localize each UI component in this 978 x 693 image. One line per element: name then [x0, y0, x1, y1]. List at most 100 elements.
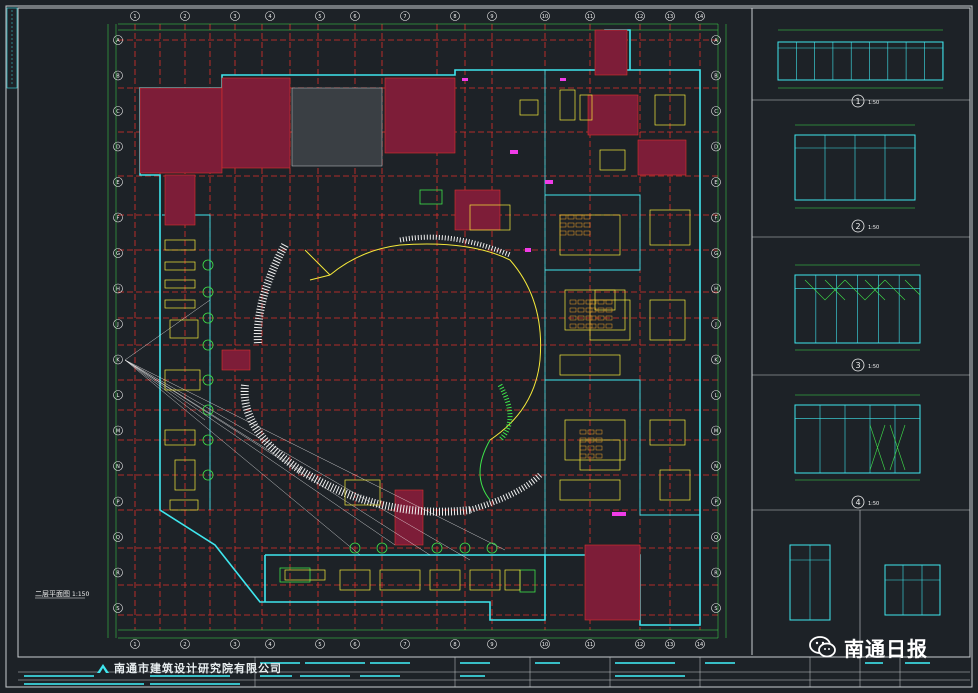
desk-unit [587, 429, 595, 435]
grid-bubble [113, 35, 123, 45]
grid-bubble [113, 354, 123, 365]
grid-bubble-label: 7 [403, 14, 406, 20]
plan-scale: 1:150 [72, 591, 89, 598]
grid-bubble-label: 10 [542, 14, 548, 20]
desk-unit [567, 222, 575, 228]
grid-bubble [711, 425, 721, 436]
desk-unit [597, 323, 605, 329]
desk-unit [583, 230, 591, 236]
furniture-item [284, 569, 326, 581]
grid-bubble [113, 106, 123, 116]
furniture-item [429, 569, 461, 591]
desk-unit [587, 437, 595, 443]
grid-bubble-label: J [116, 322, 118, 328]
furniture-item [164, 429, 196, 446]
furniture-item [379, 569, 421, 591]
grid-bubble [711, 461, 721, 471]
furniture-item [564, 419, 626, 461]
grid-bubble [695, 639, 705, 649]
grid-bubble-label: 1 [133, 642, 136, 648]
grid-bubble-label: 3 [233, 642, 236, 648]
desk-unit [595, 429, 603, 435]
desk-unit [585, 315, 593, 321]
grid-bubble [540, 639, 550, 649]
grid-bubble [487, 11, 497, 21]
furniture-item [649, 419, 686, 446]
grid-bubble [711, 354, 721, 365]
furniture-item [599, 149, 626, 171]
grid-bubble-label: 2 [183, 14, 186, 20]
detail-number: 4 [855, 498, 860, 507]
grid-bubble [113, 567, 123, 578]
desk-unit [575, 214, 583, 220]
grid-bubble [400, 639, 410, 649]
grid-bubble-label: 1 [133, 14, 136, 20]
grid-bubble-label: F [117, 216, 120, 222]
desk-unit [569, 323, 577, 329]
detail-number: 2 [855, 222, 860, 231]
desk-unit [569, 307, 577, 313]
detail-callout [851, 358, 865, 372]
desk-unit [577, 315, 585, 321]
grid-bubble-label: G [714, 251, 718, 257]
grid-bubble [113, 141, 123, 152]
door-markers [462, 78, 626, 516]
grid-bubble [711, 35, 721, 45]
desk-unit [595, 437, 603, 443]
grid-bubble-label: 14 [697, 642, 703, 648]
grid-bubble [315, 639, 325, 649]
grid-bubble-label: G [116, 251, 120, 257]
grid-bubble-label: Q [116, 535, 120, 541]
grid-bubble [711, 212, 721, 223]
furniture-item [559, 479, 621, 501]
desk-unit [577, 299, 585, 305]
grid-bubble [113, 390, 123, 400]
furniture-item [174, 459, 196, 491]
grid-bubble-label: S [116, 606, 119, 612]
furniture-item [659, 469, 691, 501]
grid-bubble [711, 532, 721, 542]
grid-bubble [400, 11, 410, 21]
grid-bubble-label: 6 [353, 14, 356, 20]
desk-unit [579, 445, 587, 451]
grid-bubble [695, 11, 705, 21]
grid-bubble [585, 11, 595, 21]
grid-bubble [113, 177, 123, 187]
grid-bubble [113, 603, 123, 613]
grid-bubble-label: K [116, 358, 120, 364]
desk-unit [583, 214, 591, 220]
furniture-item [164, 369, 201, 391]
grid-bubble [665, 639, 675, 649]
furniture-item [469, 204, 511, 231]
grid-bubble-label: 6 [353, 642, 356, 648]
grid-bubble-label: 12 [637, 642, 643, 648]
desk-unit [579, 429, 587, 435]
grid-bubble-label: L [715, 393, 718, 399]
grid-bubble [113, 461, 123, 471]
furniture-item [519, 99, 539, 116]
grid-bubble [450, 11, 460, 21]
grid-bubble-label: L [117, 393, 120, 399]
grid-bubble [113, 212, 123, 223]
furniture-item [654, 94, 686, 126]
company-name: 南通市建筑设计研究院有限公司 [114, 662, 282, 675]
grid-bubble [711, 141, 721, 152]
furniture-item [169, 319, 199, 339]
watermark: 南通日报 [808, 630, 928, 664]
grid-bubble-label: N [116, 464, 120, 470]
grid-bubble-label: 4 [268, 642, 271, 648]
desk-unit [575, 222, 583, 228]
grid-bubble [113, 248, 123, 258]
desk-unit [589, 323, 597, 329]
radial-sight-lines [124, 299, 506, 561]
furniture-item [164, 239, 196, 251]
detail-glazing [804, 279, 921, 471]
furniture-item [164, 279, 196, 289]
grid-bubble [711, 390, 721, 400]
desk-unit [589, 299, 597, 305]
grid-bubble-label: B [714, 74, 718, 80]
desk-unit [559, 222, 567, 228]
grid-bubble [350, 639, 360, 649]
desk-unit [589, 307, 597, 313]
